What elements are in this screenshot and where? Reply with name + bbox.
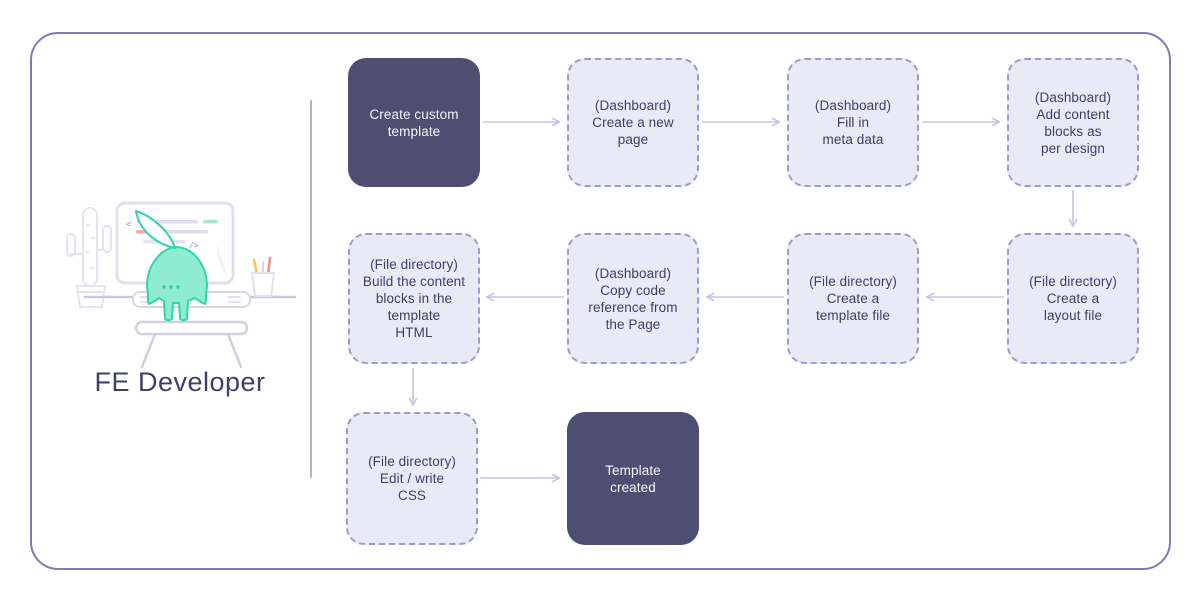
- flow-node-build-content-blocks: (File directory) Build the content block…: [348, 233, 480, 364]
- screen-page-fold: [216, 245, 228, 278]
- flow-node-copy-code-reference: (Dashboard) Copy code reference from the…: [567, 233, 699, 364]
- flow-node-create-new-page: (Dashboard) Create a new page: [567, 58, 699, 187]
- flow-node-template-created: Template created: [567, 412, 699, 545]
- actor-label: FE Developer: [94, 367, 266, 397]
- flow-node-create-custom-template: Create custom template: [348, 58, 480, 187]
- fe-developer-illustration: < />: [66, 201, 297, 369]
- stool-icon: [134, 320, 249, 369]
- yellow-pen-icon: [252, 258, 259, 276]
- cactus-icon: [66, 207, 112, 308]
- flow-node-create-layout-file: (File directory) Create a layout file: [1007, 233, 1139, 364]
- mascot-face-dots: [162, 285, 180, 289]
- flow-node-create-template-file: (File directory) Create a template file: [787, 233, 919, 364]
- svg-text:/>: />: [189, 241, 199, 250]
- flow-node-edit-write-css: (File directory) Edit / write CSS: [346, 412, 478, 545]
- mascot-icon: [135, 210, 208, 322]
- flow-node-fill-meta-data: (Dashboard) Fill in meta data: [787, 58, 919, 187]
- mascot-leaf-icon: [135, 210, 176, 249]
- flow-node-add-content-blocks: (Dashboard) Add content blocks as per de…: [1007, 58, 1139, 187]
- pen-cup-icon: [250, 256, 276, 297]
- red-pen-icon: [266, 256, 272, 276]
- svg-text:<: <: [126, 220, 132, 230]
- actor-flow-divider: [310, 100, 312, 478]
- mascot-body: [146, 246, 208, 322]
- diagram-outer-frame: [30, 32, 1171, 570]
